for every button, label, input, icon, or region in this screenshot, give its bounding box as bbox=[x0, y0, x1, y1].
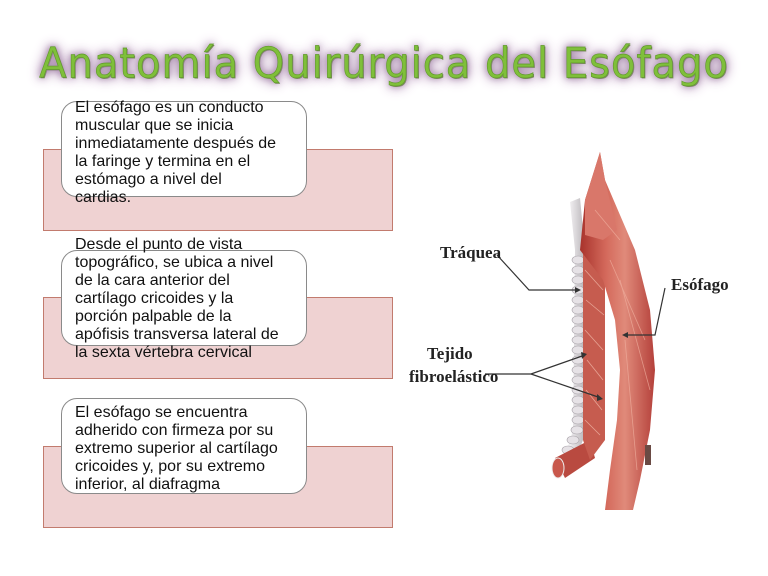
content-text-1: El esófago es un conducto muscular que s… bbox=[75, 99, 277, 206]
content-text-2: Desde el punto de vista topográfico, se … bbox=[75, 236, 279, 361]
content-text-3: El esófago se encuentra adherido con fir… bbox=[75, 404, 278, 493]
label-trachea: Tráquea bbox=[440, 243, 502, 262]
content-callout-1 bbox=[61, 101, 307, 197]
content-callout-3 bbox=[61, 398, 307, 494]
esophagus-illustration-icon bbox=[485, 152, 666, 510]
label-tissue-line1: Tejido bbox=[427, 344, 473, 363]
label-esophagus: Esófago bbox=[671, 275, 729, 294]
esophagus-anatomy-figure: Tráquea Esófago Tejido fibroelástico bbox=[405, 140, 745, 540]
label-tissue-line2: fibroelástico bbox=[409, 367, 499, 386]
slide-title: Anatomía Quirúrgica del Esófago bbox=[39, 39, 729, 89]
content-callout-2 bbox=[61, 250, 307, 346]
